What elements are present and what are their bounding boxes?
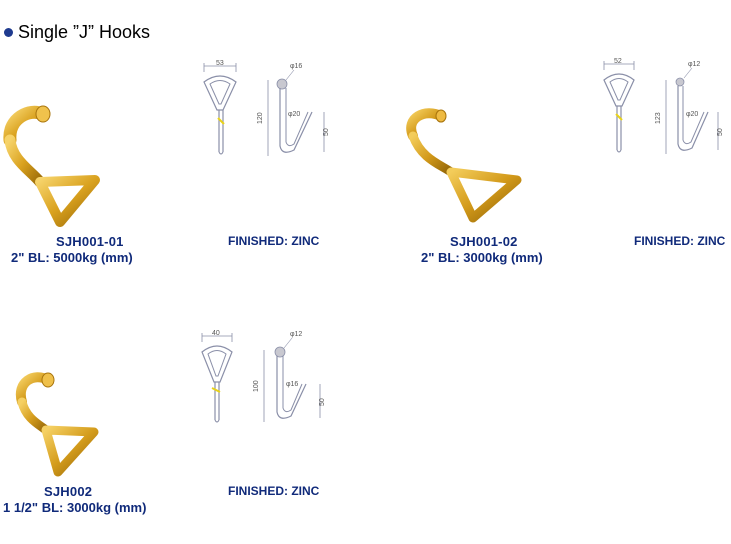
hook-photo-sjh002 xyxy=(10,368,110,480)
dim-hook: φ20 xyxy=(686,111,698,118)
dim-height: 100 xyxy=(253,380,260,392)
dim-depth: 50 xyxy=(319,398,326,406)
product-code: SJH001-01 xyxy=(56,234,124,249)
j-hook-image xyxy=(406,108,522,223)
dim-depth: 50 xyxy=(323,128,330,136)
dim-hook: φ20 xyxy=(288,111,300,118)
dim-width: 52 xyxy=(614,58,622,65)
bullet-icon xyxy=(4,28,13,37)
product-code: SJH001-02 xyxy=(450,234,518,249)
product-spec: 1 1/2" BL: 3000kg (mm) xyxy=(3,500,147,515)
j-hook-image xyxy=(15,372,99,477)
dim-height: 123 xyxy=(655,112,662,124)
dim-wire: φ12 xyxy=(688,61,700,68)
technical-drawing-sjh002: 40 100 φ12 φ16 50 xyxy=(192,326,342,426)
hook-photo-sjh001-02 xyxy=(395,100,535,230)
dim-depth: 50 xyxy=(717,128,724,136)
product-code: SJH002 xyxy=(44,484,93,499)
dim-wire: φ12 xyxy=(290,331,302,338)
finish-label: FINISHED: ZINC xyxy=(634,234,726,248)
hook-photo-sjh001-01 xyxy=(0,100,110,230)
dim-height: 120 xyxy=(257,112,264,124)
page-title: Single ”J” Hooks xyxy=(4,22,150,43)
product-spec: 2" BL: 3000kg (mm) xyxy=(421,250,543,265)
technical-drawing-sjh001-02: 52 123 φ12 φ20 50 xyxy=(592,58,731,158)
j-hook-image xyxy=(3,105,100,227)
finish-label: FINISHED: ZINC xyxy=(228,484,320,498)
dim-wire: φ16 xyxy=(290,63,302,70)
dim-width: 40 xyxy=(212,330,220,337)
page-title-text: Single ”J” Hooks xyxy=(18,22,151,42)
dim-width: 53 xyxy=(216,60,224,67)
dim-hook: φ16 xyxy=(286,381,298,388)
product-spec: 2" BL: 5000kg (mm) xyxy=(11,250,133,265)
technical-drawing-sjh001-01: 53 120 φ16 φ20 50 xyxy=(190,60,340,160)
finish-label: FINISHED: ZINC xyxy=(228,234,320,248)
